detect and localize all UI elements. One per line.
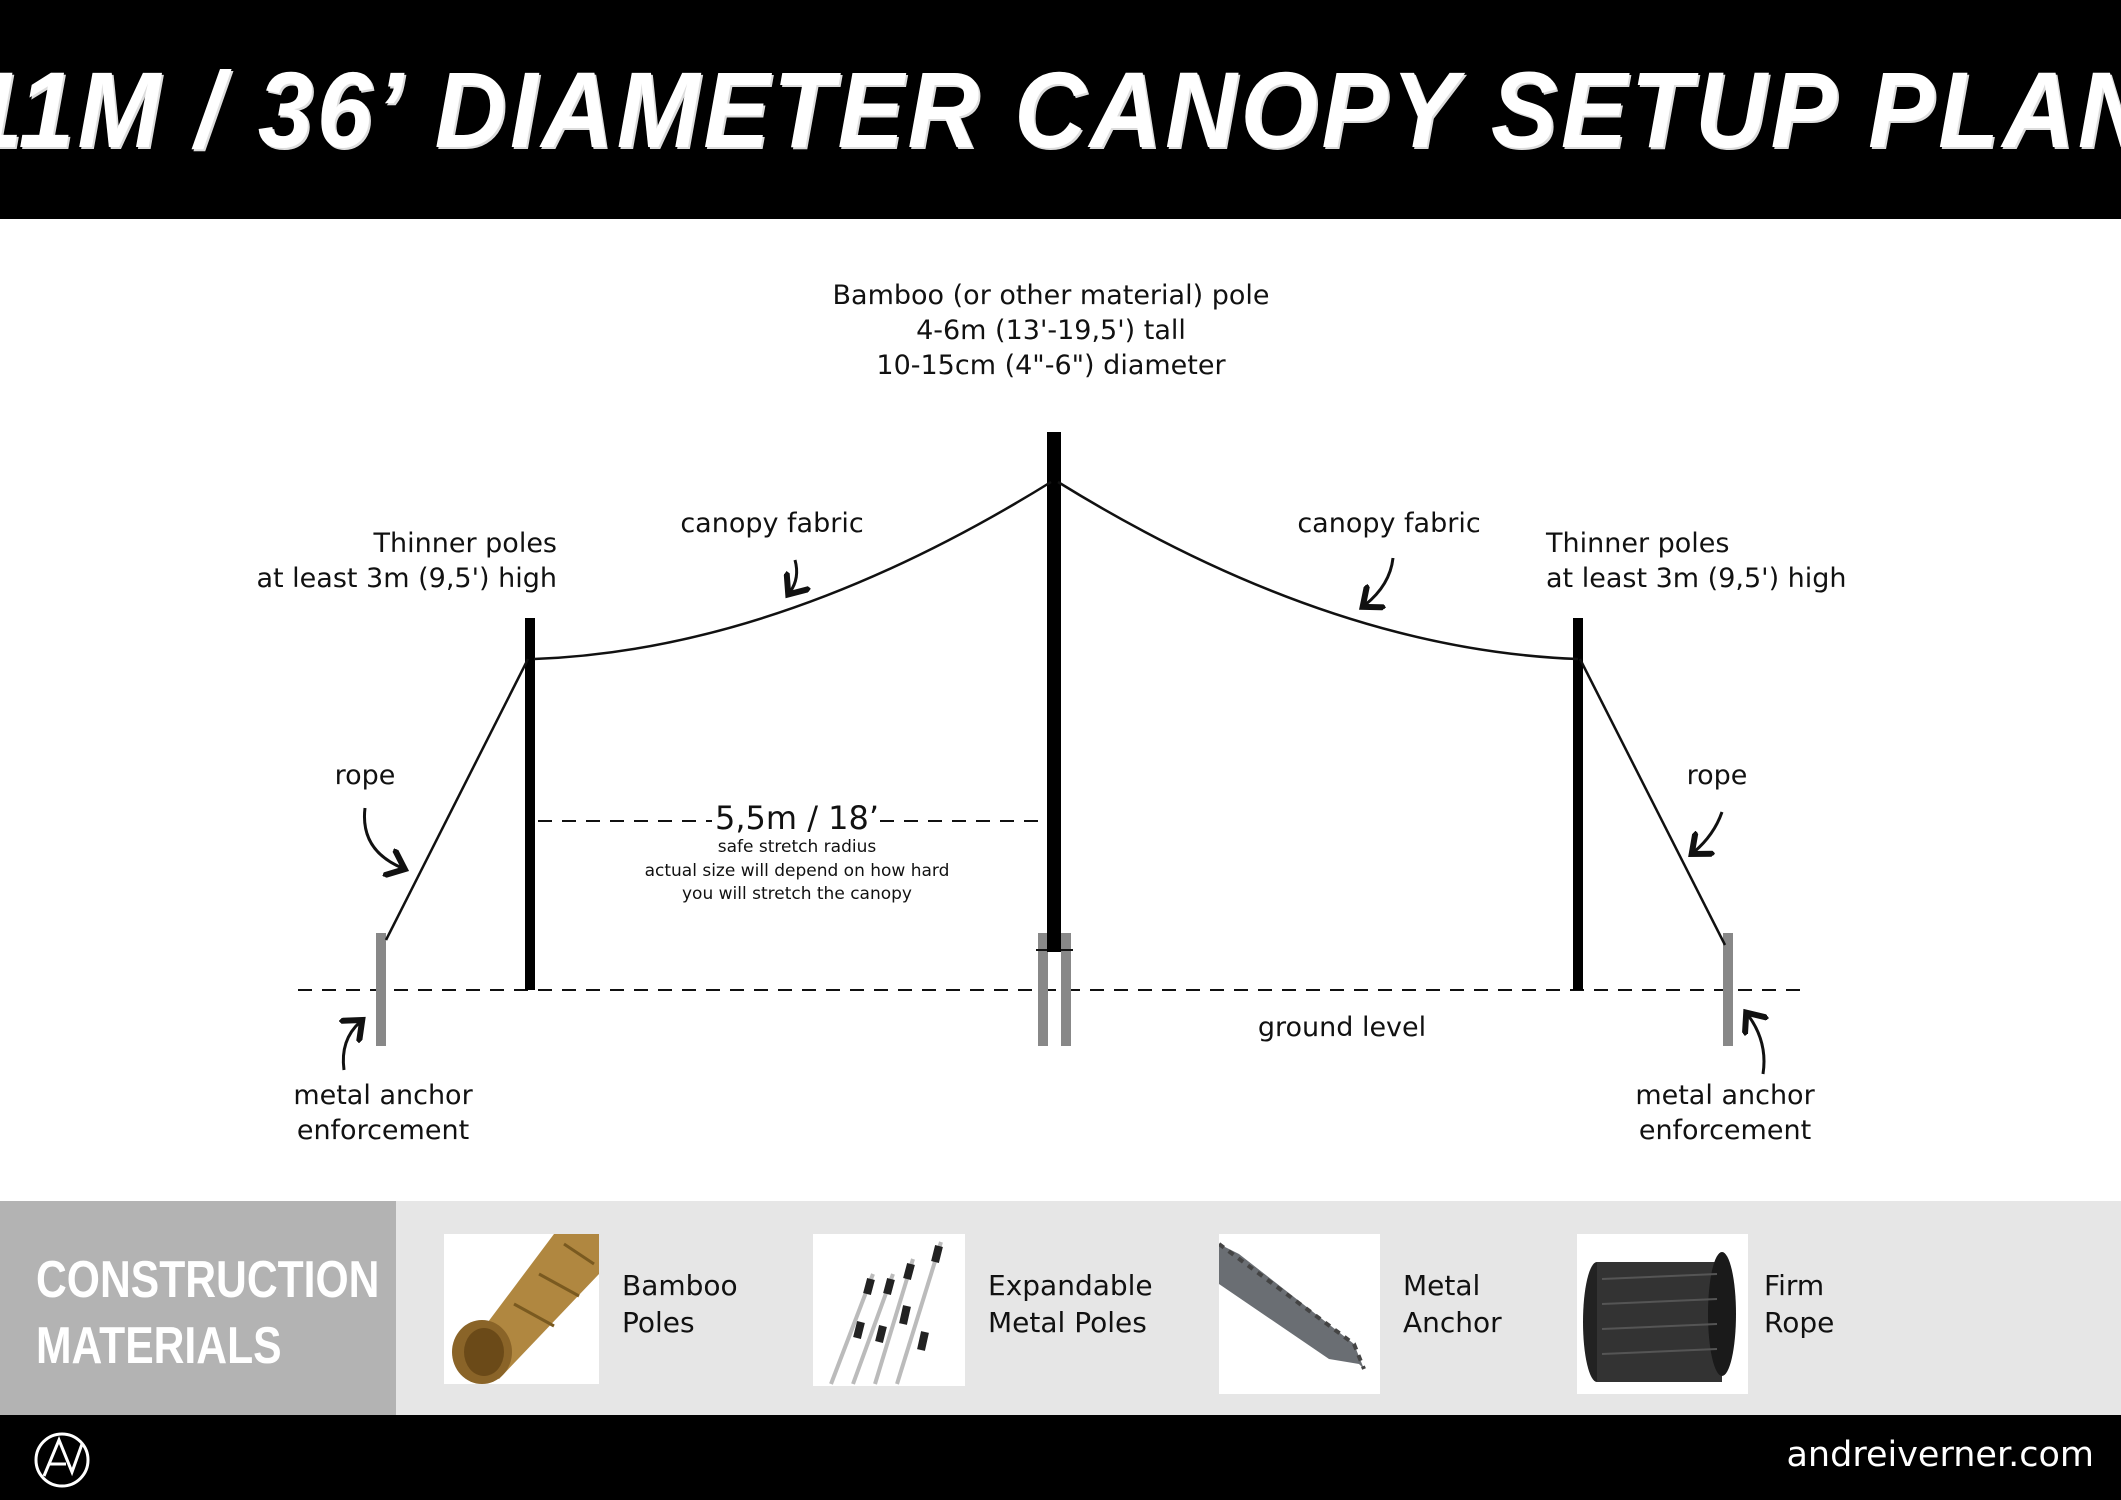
header-bar: 11M / 36’ DIAMETER CANOPY SETUP PLAN xyxy=(0,0,2121,219)
construction-materials-panel: CONSTRUCTION MATERIALS Bamboo Poles Expa… xyxy=(0,1201,2121,1415)
label-line: Firm xyxy=(1764,1269,1825,1302)
right-thinner-poles-label: Thinner poles at least 3m (9,5') high xyxy=(1546,526,1847,596)
label-line: metal anchor xyxy=(293,1080,473,1111)
left-anchor-label: metal anchor enforcement xyxy=(293,1078,472,1148)
left-thinner-poles-label: Thinner poles at least 3m (9,5') high xyxy=(256,526,557,596)
av-logo-icon xyxy=(34,1432,90,1488)
label-line: Bamboo xyxy=(622,1269,738,1302)
label-line: 4-6m (13'-19,5') tall xyxy=(916,315,1186,346)
right-rope-label: rope xyxy=(1686,760,1748,791)
arrow-icon xyxy=(790,559,797,592)
material-label-bamboo: Bamboo Poles xyxy=(622,1267,738,1341)
website-link[interactable]: andreiverner.com xyxy=(1786,1435,2094,1475)
arrow-icon xyxy=(362,807,402,868)
label-line: at least 3m (9,5') high xyxy=(256,563,557,594)
material-label-rope: Firm Rope xyxy=(1764,1267,1834,1341)
radius-value: 5,5m / 18’ xyxy=(714,799,880,837)
footer-bar: andreiverner.com xyxy=(0,1415,2121,1500)
arrow-icon xyxy=(343,1022,360,1071)
label-line: Expandable xyxy=(988,1269,1153,1302)
materials-heading: CONSTRUCTION MATERIALS xyxy=(36,1247,379,1379)
arrow-icon xyxy=(1748,1015,1764,1075)
right-canopy-fabric-label: canopy fabric xyxy=(1297,508,1481,539)
canopy-fabric-left xyxy=(533,480,1052,661)
metal-anchor-image xyxy=(1217,1234,1380,1394)
arrow-icon xyxy=(1694,811,1724,852)
arrow-icon xyxy=(1365,557,1395,605)
label-line: Thinner poles xyxy=(1546,528,1730,559)
label-line: at least 3m (9,5') high xyxy=(1546,563,1847,594)
label-line: Metal xyxy=(1403,1269,1481,1302)
label-line: Rope xyxy=(1764,1306,1835,1339)
material-label-anchor: Metal Anchor xyxy=(1403,1267,1502,1341)
label-line: 10-15cm (4"-6") diameter xyxy=(876,350,1226,381)
center-anchor-right xyxy=(1061,933,1071,1046)
label-line: Thinner poles xyxy=(373,528,557,559)
label-line: enforcement xyxy=(1638,1115,1812,1146)
expandable-poles-image xyxy=(813,1234,965,1386)
label-line: Poles xyxy=(622,1306,695,1339)
center-pole xyxy=(1047,432,1061,952)
left-anchor xyxy=(376,933,386,1046)
label-line: Bamboo (or other material) pole xyxy=(832,280,1270,311)
heading-line: CONSTRUCTION xyxy=(36,1251,380,1309)
material-label-expandable: Expandable Metal Poles xyxy=(988,1267,1153,1341)
ground-level-label: ground level xyxy=(1257,1012,1427,1043)
center-pole-label: Bamboo (or other material) pole 4-6m (13… xyxy=(833,278,1270,383)
left-canopy-fabric-label: canopy fabric xyxy=(680,508,864,539)
materials-heading-box: CONSTRUCTION MATERIALS xyxy=(0,1201,396,1415)
left-rope xyxy=(384,658,530,941)
right-rope xyxy=(1578,658,1727,946)
canopy-diagram xyxy=(298,432,1802,1075)
bamboo-pole-image xyxy=(444,1234,599,1384)
page-title: 11M / 36’ DIAMETER CANOPY SETUP PLAN xyxy=(0,49,2121,170)
radius-caption: safe stretch radius actual size will dep… xyxy=(645,836,950,907)
label-line: metal anchor xyxy=(1635,1080,1815,1111)
heading-line: MATERIALS xyxy=(36,1317,282,1375)
caption-line: safe stretch radius xyxy=(717,837,877,857)
right-anchor-label: metal anchor enforcement xyxy=(1635,1078,1814,1148)
left-thin-pole xyxy=(525,618,535,990)
label-line: Anchor xyxy=(1403,1306,1502,1339)
canopy-fabric-right xyxy=(1057,480,1579,661)
center-anchor-left xyxy=(1038,933,1048,1046)
right-thin-pole xyxy=(1573,618,1583,990)
caption-line: actual size will depend on how hard xyxy=(644,860,950,881)
label-line: Metal Poles xyxy=(988,1306,1147,1339)
right-anchor xyxy=(1723,933,1733,1046)
caption-line: you will stretch the canopy xyxy=(681,884,912,904)
left-rope-label: rope xyxy=(334,760,396,791)
label-line: enforcement xyxy=(296,1115,470,1146)
rope-spool-image xyxy=(1577,1234,1748,1394)
